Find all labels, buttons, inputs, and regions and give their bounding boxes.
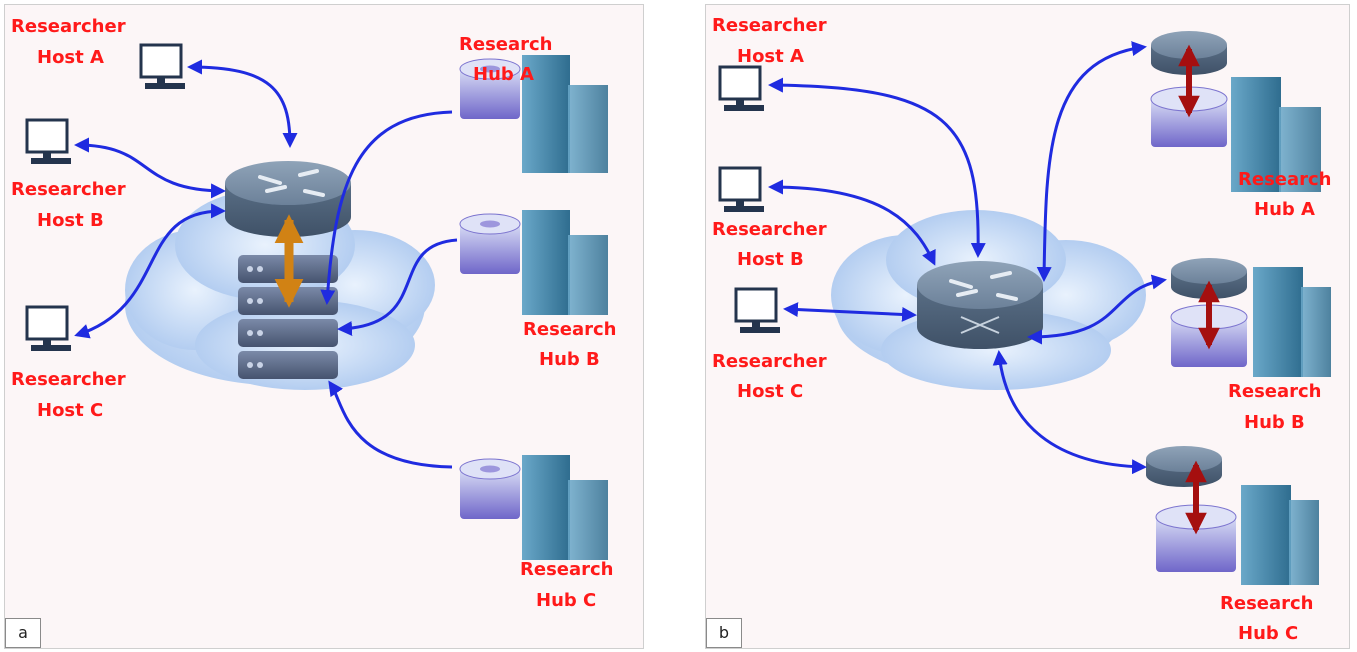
diagram-b: Researcher Host A Researcher Host B Rese… xyxy=(712,15,1332,644)
router-icon xyxy=(225,161,351,237)
hub-label-line2: Hub B xyxy=(539,349,600,370)
hub-label-line2: Hub C xyxy=(1238,623,1298,644)
host-label-line2: Host A xyxy=(737,46,804,67)
hub-label-line2: Hub C xyxy=(536,590,596,611)
host-label-line2: Host C xyxy=(37,400,103,421)
host-label-line2: Host B xyxy=(737,249,804,270)
hub-label-line1: Research xyxy=(1238,169,1332,190)
host-label-line2: Host C xyxy=(737,381,803,402)
hub-label-line1: Research xyxy=(523,319,617,340)
diagram-a: Researcher Host A Researcher Host B Rese… xyxy=(11,16,617,611)
computer-icon xyxy=(718,65,764,111)
hub-label-line1: Research xyxy=(1220,593,1314,614)
network-links xyxy=(768,41,1167,475)
hub-label-line2: Hub A xyxy=(473,64,534,85)
host-label-line2: Host B xyxy=(37,210,104,231)
host-label-line1: Researcher xyxy=(11,179,126,200)
research-hub-icon xyxy=(459,55,608,173)
research-hub-icon xyxy=(1146,446,1319,585)
hub-label-line1: Research xyxy=(1228,381,1322,402)
host-label-line1: Researcher xyxy=(11,16,126,37)
hub-label-line2: Hub B xyxy=(1244,412,1305,433)
panel-b: Researcher Host A Researcher Host B Rese… xyxy=(705,4,1350,649)
host-label-line1: Researcher xyxy=(712,15,827,36)
host-label-line1: Researcher xyxy=(712,351,827,372)
research-hub-icon xyxy=(459,455,608,560)
research-hub-icon xyxy=(1170,258,1331,377)
hub-label-line1: Research xyxy=(459,34,553,55)
host-label-line1: Researcher xyxy=(11,369,126,390)
host-label-line1: Researcher xyxy=(712,219,827,240)
hub-label-line2: Hub A xyxy=(1254,199,1315,220)
research-hub-icon xyxy=(1150,31,1321,192)
computer-icon xyxy=(718,166,764,212)
computer-icon xyxy=(734,287,780,333)
hub-label-line1: Research xyxy=(520,559,614,580)
computer-icon xyxy=(25,118,71,164)
network-links xyxy=(74,59,458,469)
panel-label: b xyxy=(706,618,742,648)
panel-label: a xyxy=(5,618,41,648)
research-hub-icon xyxy=(459,210,608,315)
computer-icon xyxy=(139,43,185,89)
host-label-line2: Host A xyxy=(37,47,104,68)
panel-a: Researcher Host A Researcher Host B Rese… xyxy=(4,4,644,649)
computer-icon xyxy=(25,305,71,351)
router-icon xyxy=(917,261,1043,349)
